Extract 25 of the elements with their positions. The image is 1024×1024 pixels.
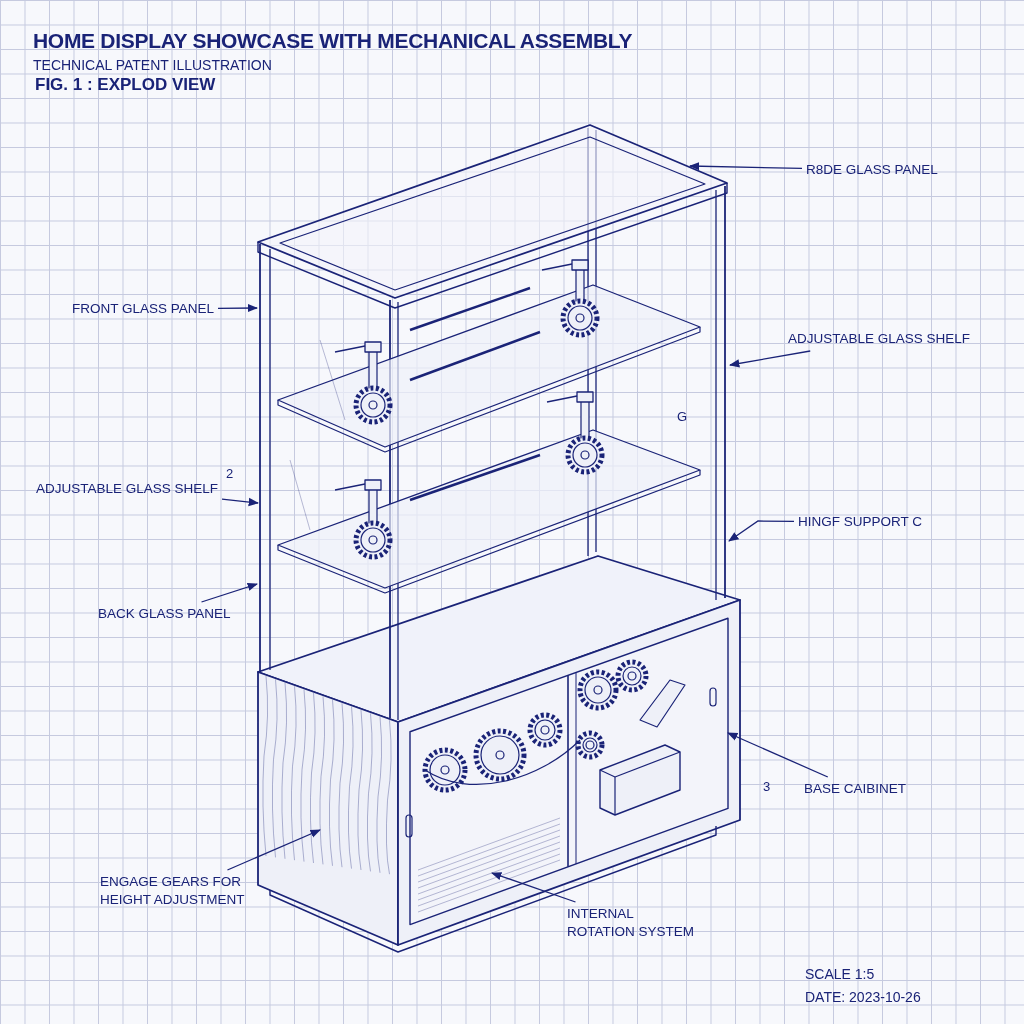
- leader-line: [217, 303, 259, 313]
- leader-line: [729, 350, 811, 368]
- leader-line: [221, 497, 260, 507]
- part-label: ENGAGE GEARS FOR HEIGHT ADJUSTMENT: [100, 873, 260, 909]
- subtitle: FIG. 1 : EXPLOD VIEW: [35, 75, 216, 95]
- part-label: BACK GLASS PANEL: [98, 605, 231, 623]
- part-label: BASE CAIBINET: [804, 780, 907, 798]
- part-label: ADJUSTABLE GLASS SHELF: [788, 330, 971, 348]
- leader-line: [226, 829, 321, 871]
- title-block-note: SCALE 1:5: [805, 966, 875, 982]
- leader-line: [200, 582, 258, 603]
- diagram-title: HOME DISPLAY SHOWCASE WITH MECHANICAL ASSEMBLY: [33, 29, 633, 53]
- part-label: FRONT GLASS PANEL: [72, 300, 215, 318]
- part-label: HINGF SUPPORT C: [798, 513, 923, 531]
- callout-number: G: [677, 409, 688, 424]
- callout-number: 2: [226, 466, 234, 481]
- title-block-note: DATE: 2023-10-26: [805, 989, 921, 1005]
- part-label: INTERNAL ROTATION SYSTEM: [567, 905, 702, 941]
- leader-line: [688, 162, 803, 171]
- subtitle: TECHNICAL PATENT ILLUSTRATION: [33, 57, 272, 73]
- leader-line: [491, 872, 577, 903]
- leader-line: [728, 520, 795, 542]
- part-label: ADJUSTABLE GLASS SHELF: [36, 480, 219, 498]
- callout-number: 3: [763, 779, 771, 794]
- part-label: R8DE GLASS PANEL: [806, 161, 938, 179]
